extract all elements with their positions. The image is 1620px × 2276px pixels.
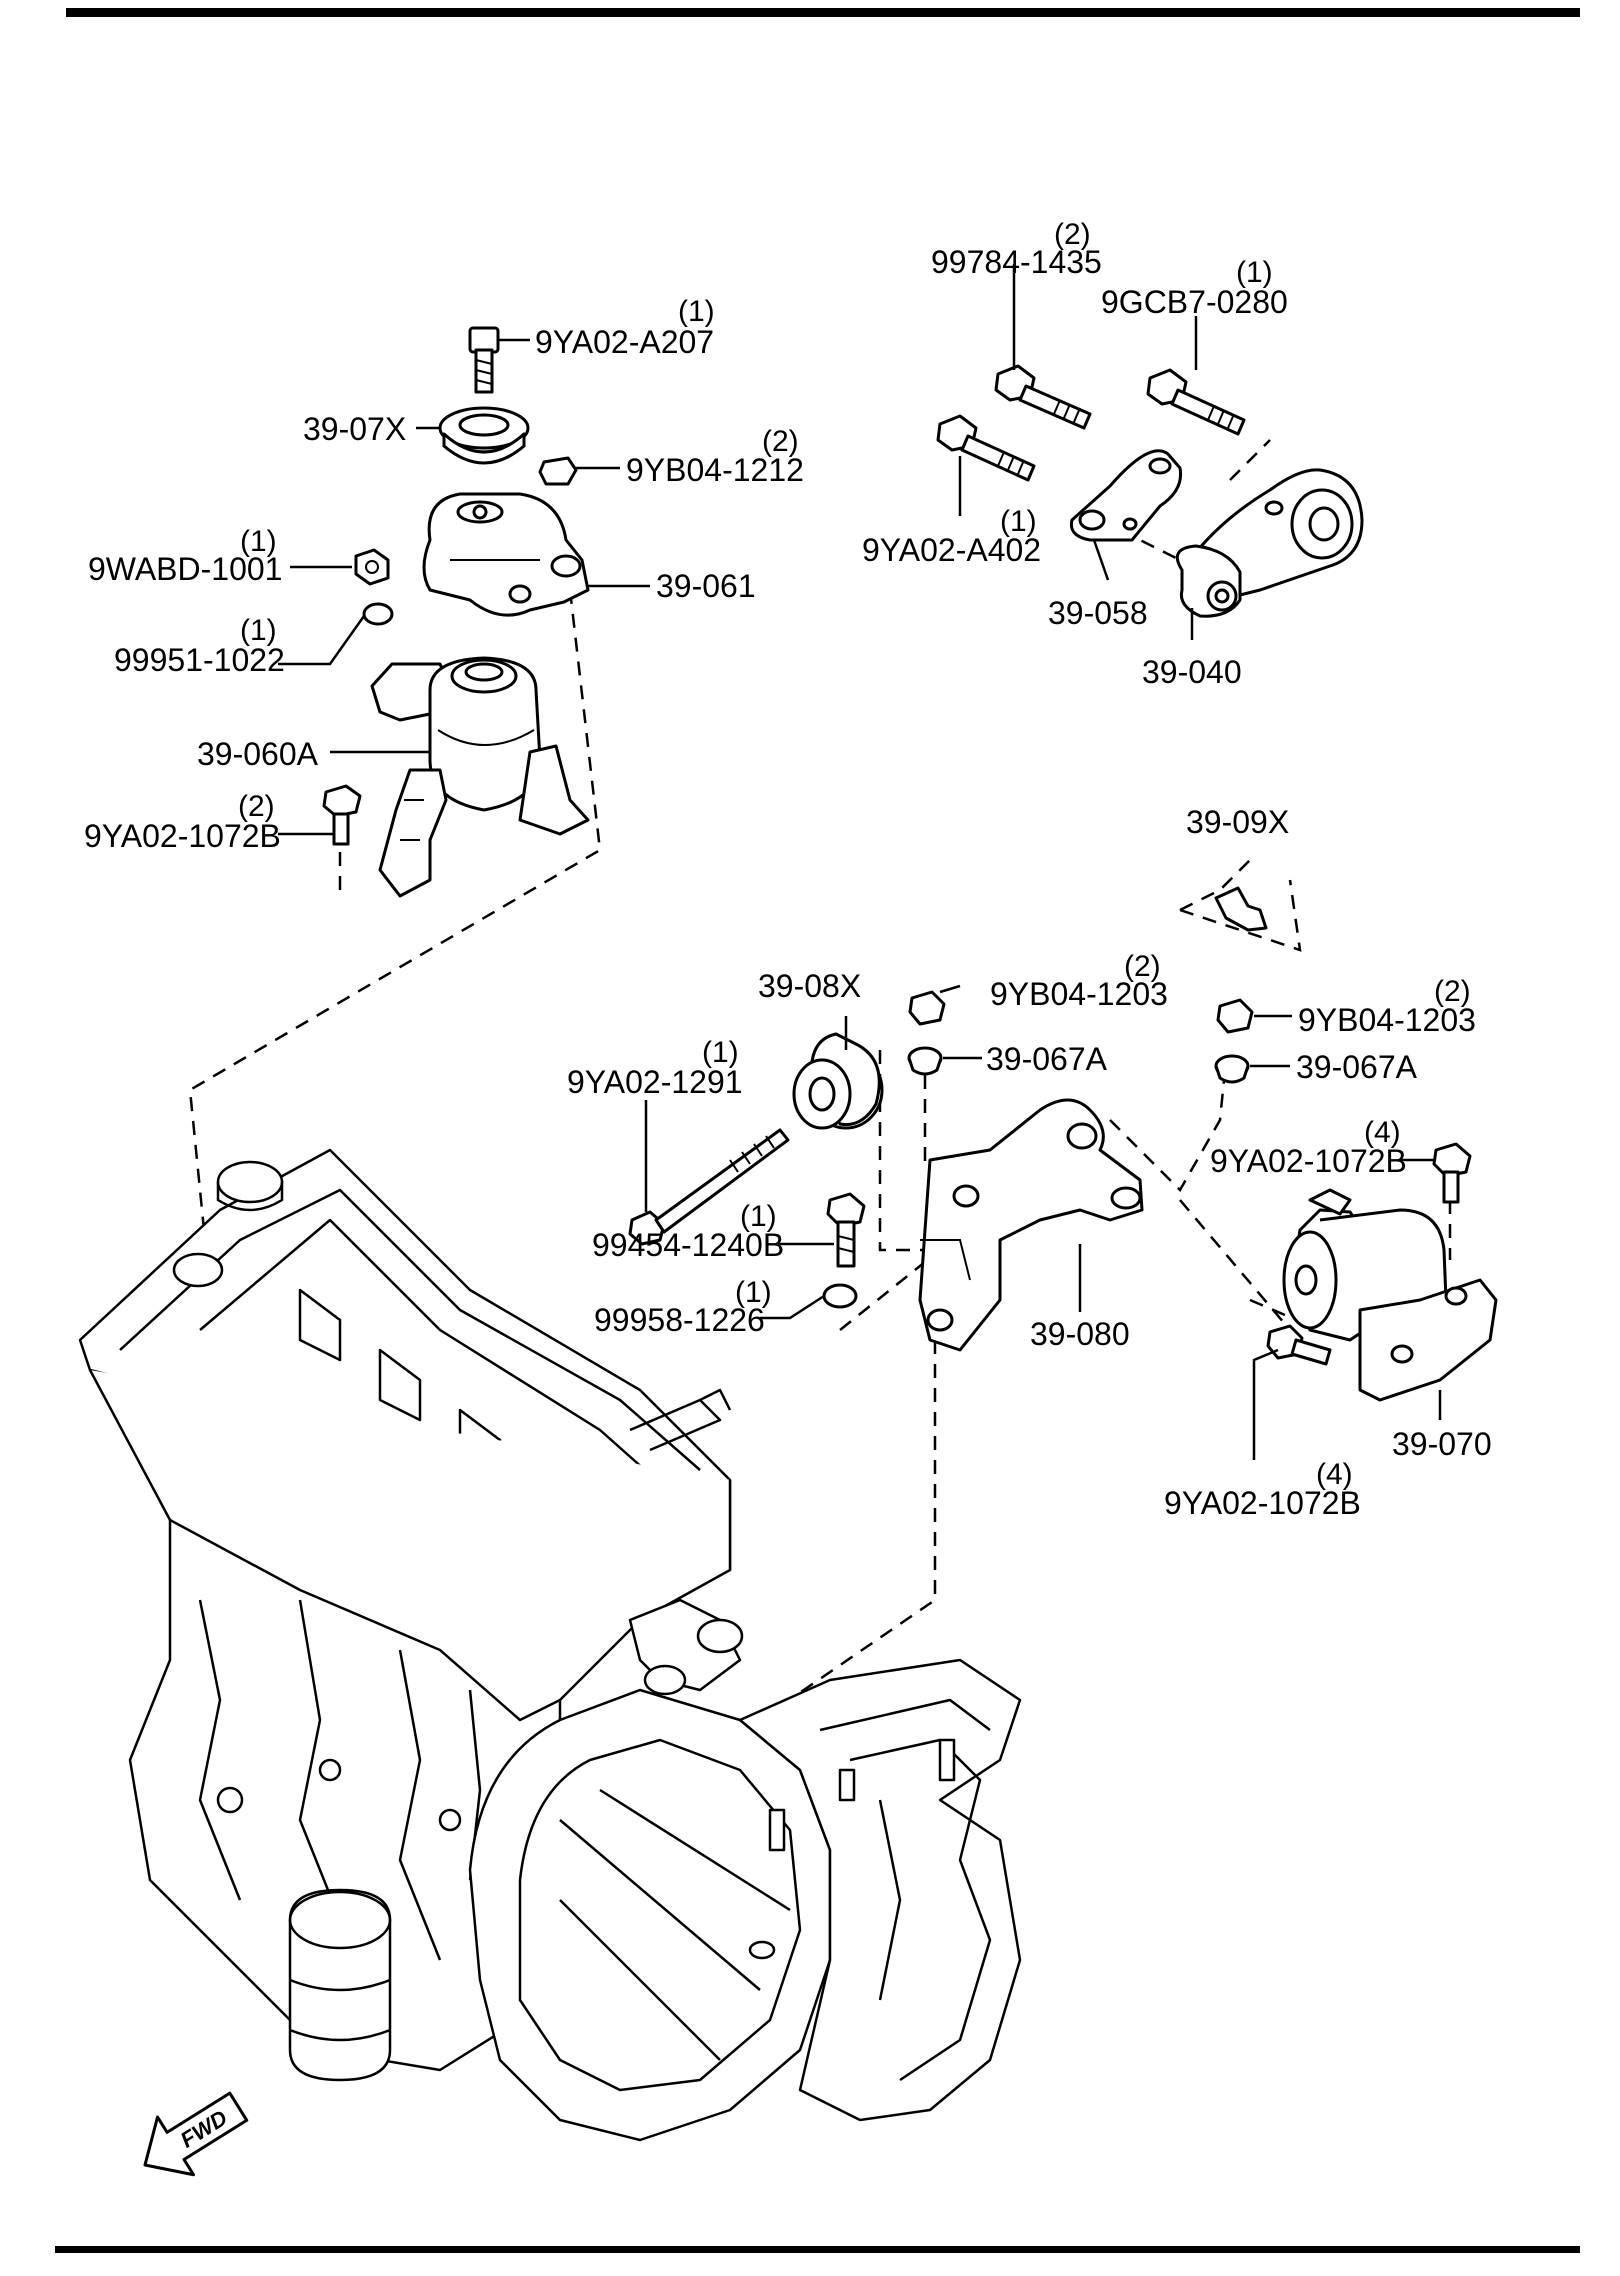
label-39-061: 39-061 [656,568,756,604]
label-9ya02-a207: 9YA02-A207 [535,324,714,360]
qty-99958-1226: (1) [735,1276,772,1309]
torque-rod-assembly [936,364,1364,618]
qty-99454-1240b: (1) [740,1200,777,1233]
label-39-07x: 39-07X [303,411,406,447]
label-9ya02-1291: 9YA02-1291 [567,1064,743,1100]
bolt-9ya02-1072b-top [1432,1142,1472,1204]
bracket-39-058 [1069,449,1183,542]
qty-9ya02-a402: (1) [1000,505,1037,538]
engine-mount-39-060a [370,656,590,898]
label-99951-1022: 99951-1022 [114,642,285,678]
callout-labels: (1) 9YA02-A207 39-07X (2) 9YB04-1212 (1)… [84,218,1492,1521]
label-39-060a: 39-060A [197,736,319,772]
nut-9yb04-1212 [538,456,578,486]
qty-99784-1435: (2) [1054,218,1091,251]
label-9yb04-1212: 9YB04-1212 [626,452,804,488]
label-9yb04-1203-b: 9YB04-1203 [1298,1002,1476,1038]
label-9gcb7-0280: 9GCB7-0280 [1101,284,1288,320]
label-39-040: 39-040 [1142,654,1242,690]
clip-39-09x [1214,886,1268,932]
qty-9yb04-1203-b: (2) [1434,975,1471,1008]
torque-rod-39-040 [1175,468,1364,618]
right-mount-assembly [628,886,1498,1402]
transmission-mount-39-070 [1282,1188,1498,1402]
label-9ya02-a402: 9YA02-A402 [862,532,1041,568]
washer-99951-1022 [362,602,394,626]
engine-transaxle-illustration [78,1148,1022,2142]
label-9ya02-1072b-b: 9YA02-1072B [1210,1143,1407,1179]
bracket-39-061 [422,492,590,617]
bolt-99784-1435 [994,364,1092,430]
washer-99958-1226 [822,1283,858,1309]
nut-9yb04-1203-a [908,990,946,1026]
label-39-08x: 39-08X [758,968,861,1004]
bolt-9gcb7-0280 [1146,368,1246,436]
label-39-09x: 39-09X [1186,804,1289,840]
qty-9ya02-1072b-c: (4) [1316,1458,1353,1491]
qty-99951-1022: (1) [240,614,277,647]
qty-9yb04-1203-a: (2) [1124,950,1161,983]
label-9yb04-1203-a: 9YB04-1203 [990,976,1168,1012]
bolt-9ya02-a402 [936,414,1036,482]
label-39-080: 39-080 [1030,1316,1130,1352]
bushing-39-08x [792,1032,884,1130]
bracket-39-080 [918,1098,1144,1352]
label-39-070: 39-070 [1392,1426,1492,1462]
bolt-9ya02-a207 [468,326,500,394]
bushing-39-07x [438,406,530,465]
qty-9ya02-1072b-b: (4) [1364,1116,1401,1149]
nut-9wabd-1001 [354,548,390,586]
top-rule [66,8,1580,17]
qty-9wabd-1001: (1) [240,525,277,558]
left-mount-assembly [322,326,590,898]
label-39-058: 39-058 [1048,595,1148,631]
qty-9ya02-1291: (1) [702,1036,739,1069]
bolt-9ya02-1291 [628,1128,790,1246]
leader-lines [278,264,1442,1460]
qty-9ya02-a207: (1) [678,295,715,328]
label-99454-1240b: 99454-1240B [592,1227,784,1263]
label-39-067a-a: 39-067A [986,1041,1108,1077]
fwd-arrow: FWD [143,2091,249,2177]
label-9wabd-1001: 9WABD-1001 [88,551,282,587]
bottom-rule [55,2246,1580,2253]
label-39-067a-b: 39-067A [1296,1049,1418,1085]
qty-9ya02-1072b-a: (2) [238,790,275,823]
washer-39-067a-a [907,1046,943,1076]
qty-9yb04-1212: (2) [762,425,799,458]
label-99958-1226: 99958-1226 [594,1302,765,1338]
nut-9yb04-1203-b [1216,998,1254,1034]
washer-39-067a-b [1214,1054,1250,1084]
label-99784-1435: 99784-1435 [931,244,1102,280]
qty-9gcb7-0280: (1) [1236,256,1273,289]
label-9ya02-1072b-c: 9YA02-1072B [1164,1485,1361,1521]
label-9ya02-1072b-a: 9YA02-1072B [84,818,281,854]
bolt-99454-1240b [826,1192,866,1268]
bolt-9ya02-1072b-left [322,784,362,846]
